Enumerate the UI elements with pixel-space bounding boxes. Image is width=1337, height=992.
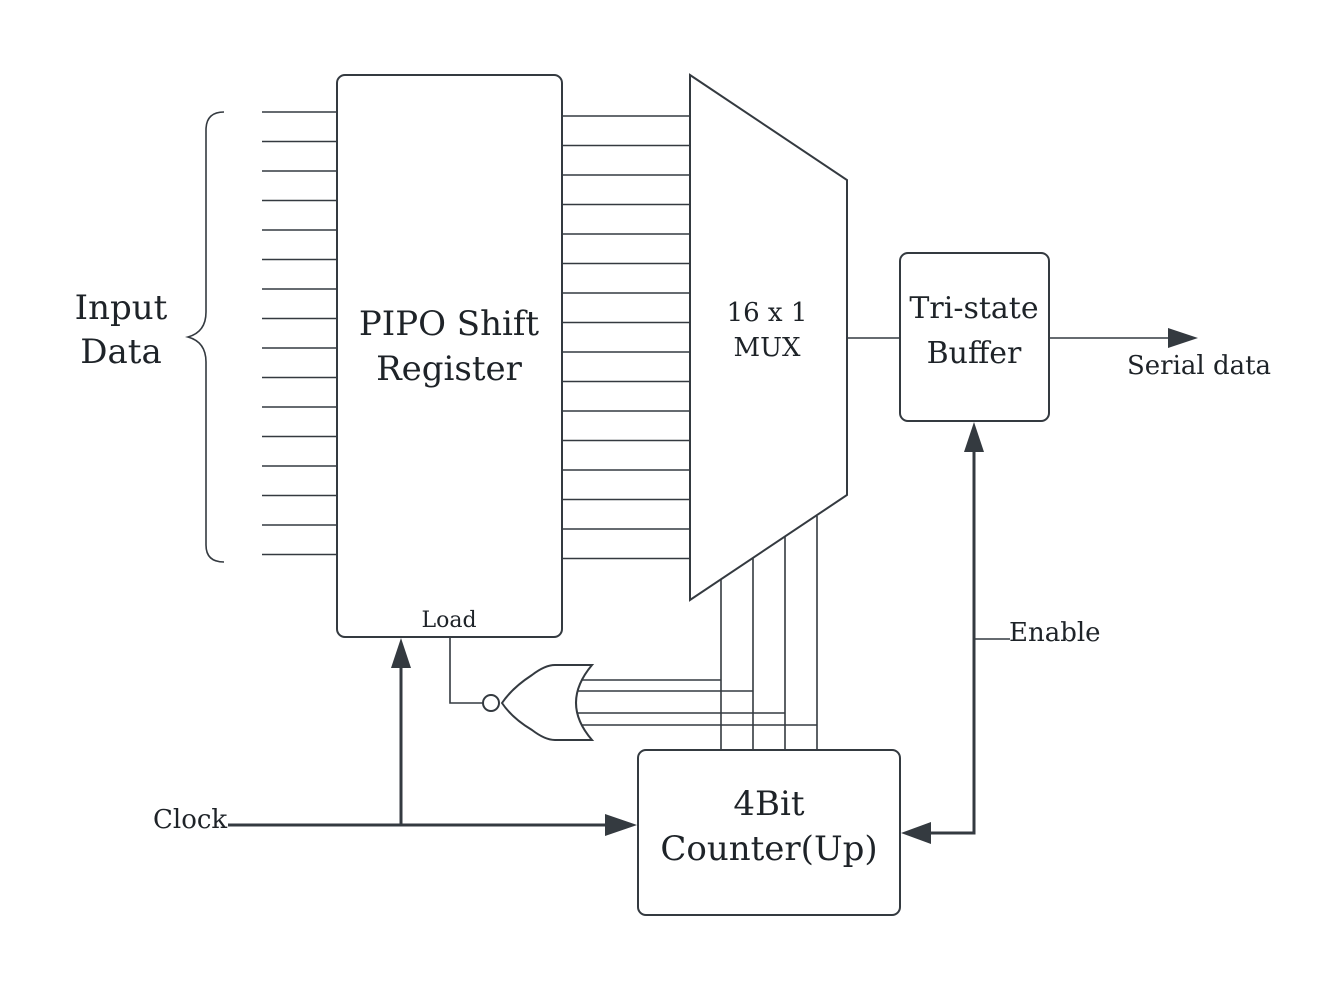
serial-output-arrowhead	[1168, 328, 1198, 348]
select-lines	[578, 516, 818, 750]
input-data-label-line1: Input	[75, 288, 168, 328]
tristate-buffer-box	[899, 252, 1050, 422]
counter-box	[637, 749, 901, 916]
nor-gate	[500, 664, 595, 741]
clock-label: Clock	[153, 805, 227, 835]
nor-to-load-wire	[449, 637, 483, 704]
input-brace	[185, 111, 225, 563]
serial-data-label: Serial data	[1127, 351, 1271, 381]
mux-label-line2: MUX	[733, 333, 801, 363]
register-to-mux-lines	[562, 115, 690, 560]
load-label: Load	[421, 608, 476, 633]
input-data-label-line2: Data	[80, 332, 161, 372]
register-label-line1: PIPO Shift	[359, 304, 540, 344]
enable-buffer-arrowhead	[964, 422, 984, 452]
input-lines	[262, 111, 337, 556]
mux-label-line1: 16 x 1	[727, 298, 808, 328]
mux-shape	[689, 73, 848, 602]
counter-label-line2: Counter(Up)	[660, 829, 877, 869]
nor-gate-bubble	[482, 694, 500, 712]
counter-label-line1: 4Bit	[733, 784, 804, 824]
register-label-line2: Register	[376, 349, 523, 389]
buffer-label-line1: Tri-state	[909, 291, 1038, 326]
enable-wire	[929, 452, 976, 835]
buffer-label-line2: Buffer	[927, 336, 1022, 371]
enable-counter-arrowhead	[901, 822, 931, 844]
clock-register-arrowhead	[391, 638, 411, 668]
enable-label: Enable	[1009, 618, 1101, 648]
clock-counter-arrowhead	[605, 814, 637, 836]
